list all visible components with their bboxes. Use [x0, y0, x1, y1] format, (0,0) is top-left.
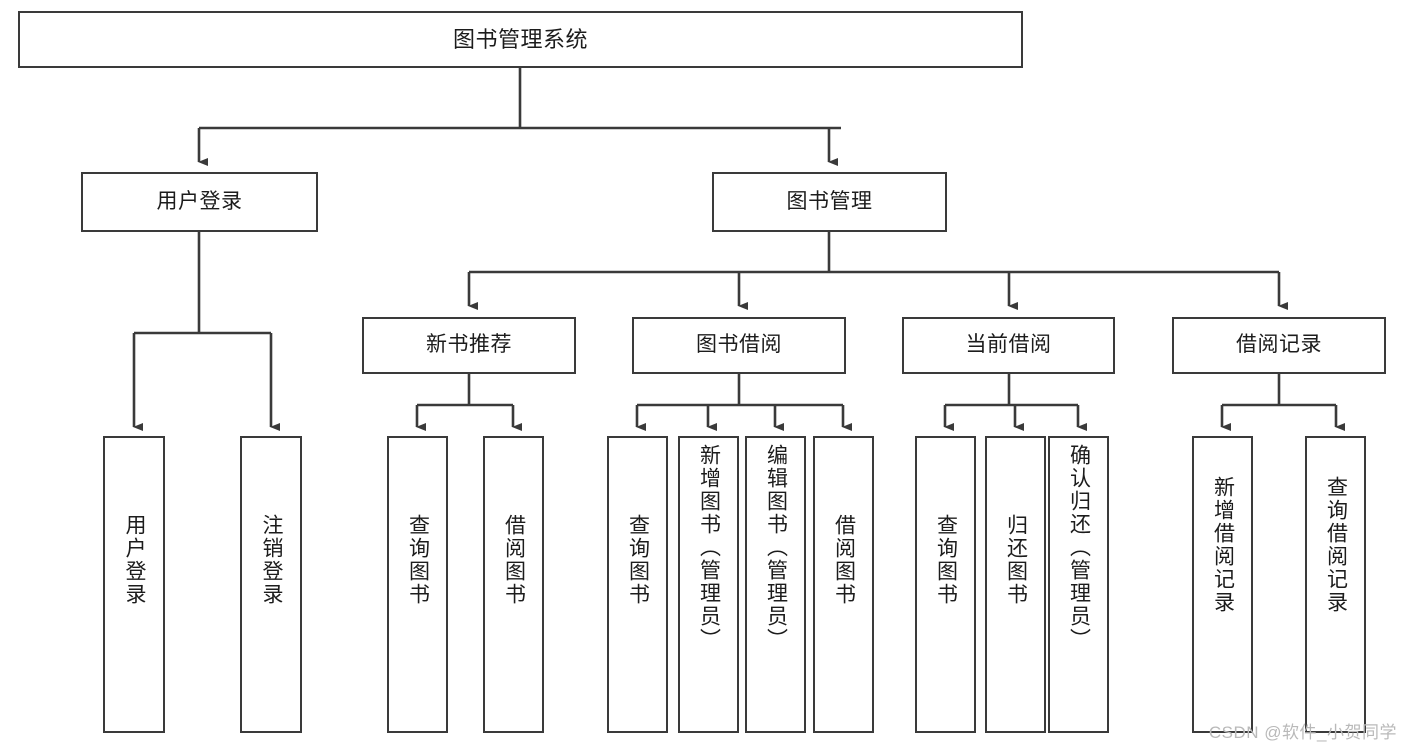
node-label: 用户登录 — [123, 514, 147, 606]
node-label: 查询图书 — [626, 514, 650, 606]
leaf-logout-login[interactable]: 注销登录 — [240, 436, 302, 733]
leaf-edit-book[interactable]: 编辑图书（管理员） — [745, 436, 806, 733]
node-label: 借阅记录 — [1236, 333, 1322, 357]
node-new-book-recommend[interactable]: 新书推荐 — [362, 317, 576, 374]
node-user-login[interactable]: 用户登录 — [81, 172, 318, 232]
leaf-add-borrow-record[interactable]: 新增借阅记录 — [1192, 436, 1253, 733]
leaf-query-borrow-record[interactable]: 查询借阅记录 — [1305, 436, 1366, 733]
leaf-query-book-current[interactable]: 查询图书 — [915, 436, 976, 733]
node-book-borrow[interactable]: 图书借阅 — [632, 317, 846, 374]
node-label: 新增借阅记录 — [1211, 476, 1235, 614]
leaf-borrow-book-recommend[interactable]: 借阅图书 — [483, 436, 544, 733]
node-label: 查询借阅记录 — [1324, 476, 1348, 614]
node-label: 借阅图书 — [502, 514, 526, 606]
node-book-management[interactable]: 图书管理 — [712, 172, 947, 232]
leaf-borrow-book[interactable]: 借阅图书 — [813, 436, 874, 733]
node-label: 图书借阅 — [696, 333, 782, 357]
node-label: 查询图书 — [406, 514, 430, 606]
node-label: 新增图书（管理员） — [697, 444, 721, 651]
leaf-add-book[interactable]: 新增图书（管理员） — [678, 436, 739, 733]
node-label: 借阅图书 — [832, 514, 856, 606]
leaf-return-book[interactable]: 归还图书 — [985, 436, 1046, 733]
leaf-query-book-recommend[interactable]: 查询图书 — [387, 436, 448, 733]
node-current-borrow[interactable]: 当前借阅 — [902, 317, 1115, 374]
node-label: 图书管理 — [786, 189, 873, 213]
node-label: 编辑图书（管理员） — [764, 444, 788, 651]
node-label: 新书推荐 — [426, 333, 512, 357]
csdn-watermark: CSDN @软件_小贺同学 — [1208, 723, 1397, 742]
leaf-user-login[interactable]: 用户登录 — [103, 436, 165, 733]
node-label: 确认归还（管理员） — [1067, 444, 1091, 651]
node-root-system[interactable]: 图书管理系统 — [18, 11, 1023, 68]
node-label: 归还图书 — [1004, 514, 1028, 606]
node-label: 用户登录 — [156, 189, 243, 213]
node-borrow-record[interactable]: 借阅记录 — [1172, 317, 1386, 374]
leaf-query-book-borrow[interactable]: 查询图书 — [607, 436, 668, 733]
node-label: 当前借阅 — [965, 333, 1052, 357]
node-label: 图书管理系统 — [452, 26, 588, 52]
node-label: 注销登录 — [260, 514, 284, 606]
node-label: 查询图书 — [934, 514, 958, 606]
leaf-confirm-return[interactable]: 确认归还（管理员） — [1048, 436, 1109, 733]
